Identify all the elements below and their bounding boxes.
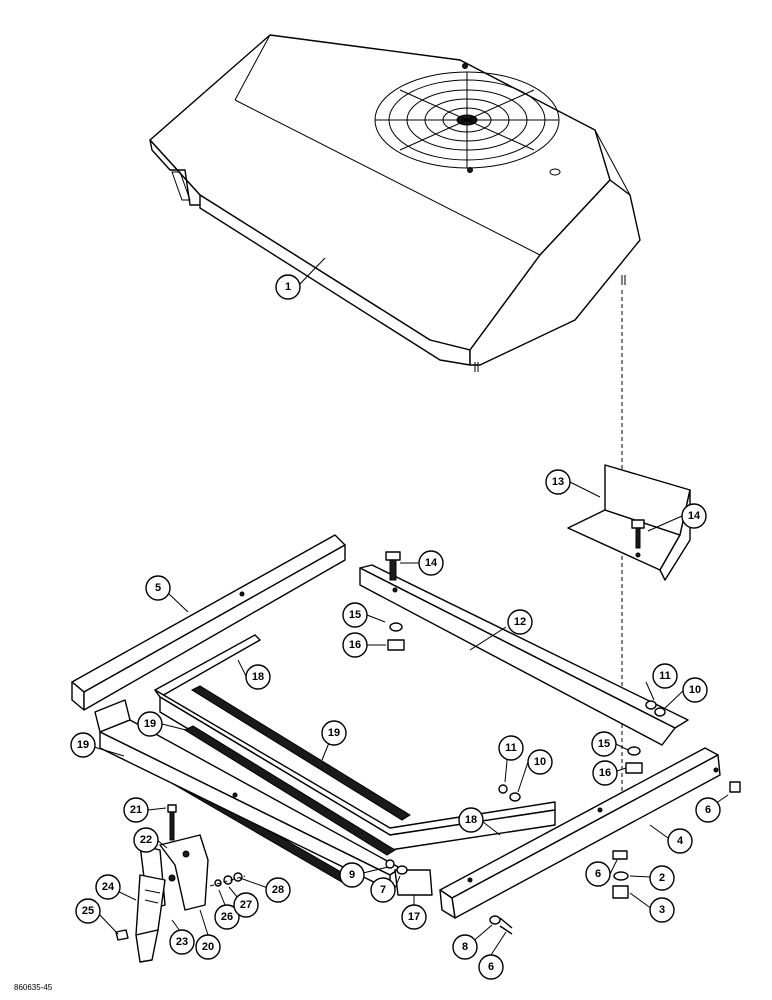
callout-19: 19 <box>137 711 163 737</box>
callout-8: 8 <box>452 934 478 960</box>
cover-part <box>149 34 641 372</box>
callout-22: 22 <box>133 827 159 853</box>
callout-5: 5 <box>145 575 171 601</box>
callout-2: 2 <box>649 865 675 891</box>
callout-11: 11 <box>498 735 524 761</box>
svg-text:12: 12 <box>514 616 526 628</box>
bracket-part <box>567 464 691 581</box>
svg-text:14: 14 <box>425 557 438 569</box>
callout-28: 28 <box>265 877 291 903</box>
callout-17: 17 <box>401 904 427 930</box>
svg-text:20: 20 <box>202 941 214 953</box>
figure-code: 860635-45 <box>14 983 53 992</box>
callout-13: 13 <box>545 469 571 495</box>
latch-assembly-part <box>115 804 246 963</box>
svg-text:5: 5 <box>155 582 161 594</box>
callout-6: 6 <box>695 797 721 823</box>
svg-text:25: 25 <box>82 905 94 917</box>
svg-text:15: 15 <box>349 609 361 621</box>
callout-7: 7 <box>370 877 396 903</box>
callout-9: 9 <box>339 862 365 888</box>
svg-text:18: 18 <box>252 671 264 683</box>
hardware-part <box>385 622 741 935</box>
callout-14: 14 <box>681 503 707 529</box>
callout-26: 26 <box>214 904 240 930</box>
rail-12-part <box>359 564 689 746</box>
svg-text:8: 8 <box>462 941 468 953</box>
callout-27: 27 <box>233 892 259 918</box>
callout-11: 11 <box>652 663 678 689</box>
svg-text:19: 19 <box>328 727 340 739</box>
svg-text:16: 16 <box>349 639 361 651</box>
callout-16: 16 <box>592 760 618 786</box>
leader-lines <box>93 257 729 956</box>
callout-24: 24 <box>95 874 121 900</box>
rail-18-part <box>154 634 556 851</box>
callout-10: 10 <box>527 749 553 775</box>
callout-4: 4 <box>667 828 693 854</box>
svg-text:10: 10 <box>534 756 546 768</box>
svg-text:3: 3 <box>659 904 665 916</box>
strip-5-part <box>71 534 346 711</box>
svg-text:1: 1 <box>285 281 291 293</box>
callout-19: 19 <box>321 720 347 746</box>
svg-text:6: 6 <box>488 961 494 973</box>
callout-10: 10 <box>682 677 708 703</box>
svg-text:17: 17 <box>408 911 420 923</box>
svg-text:6: 6 <box>595 868 601 880</box>
callout-15: 15 <box>342 602 368 628</box>
grille-part <box>374 63 560 173</box>
callout-25: 25 <box>75 898 101 924</box>
svg-text:15: 15 <box>598 738 610 750</box>
callout-6: 6 <box>585 861 611 887</box>
svg-text:28: 28 <box>272 884 284 896</box>
svg-text:26: 26 <box>221 911 233 923</box>
svg-text:4: 4 <box>677 835 684 847</box>
svg-text:22: 22 <box>140 834 152 846</box>
svg-text:6: 6 <box>705 804 711 816</box>
callout-21: 21 <box>123 797 149 823</box>
callout-18: 18 <box>458 807 484 833</box>
svg-text:27: 27 <box>240 899 252 911</box>
svg-text:11: 11 <box>659 670 671 682</box>
svg-text:13: 13 <box>552 476 564 488</box>
bolt-part <box>385 551 401 581</box>
callout-1: 1 <box>275 274 301 300</box>
svg-text:19: 19 <box>77 739 89 751</box>
callout-20: 20 <box>195 934 221 960</box>
svg-text:24: 24 <box>102 881 115 893</box>
callout-23: 23 <box>169 929 195 955</box>
svg-text:21: 21 <box>130 804 142 816</box>
svg-text:7: 7 <box>380 884 386 896</box>
callout-16: 16 <box>342 632 368 658</box>
svg-text:11: 11 <box>505 742 517 754</box>
callout-3: 3 <box>649 897 675 923</box>
svg-text:18: 18 <box>465 814 477 826</box>
rail-4-part <box>439 747 721 919</box>
callout-12: 12 <box>507 609 533 635</box>
svg-text:10: 10 <box>689 684 701 696</box>
callout-6: 6 <box>478 954 504 980</box>
svg-text:2: 2 <box>659 872 665 884</box>
callout-14: 14 <box>418 550 444 576</box>
svg-text:14: 14 <box>688 510 701 522</box>
callout-18: 18 <box>245 664 271 690</box>
svg-text:23: 23 <box>176 936 188 948</box>
callout-15: 15 <box>591 731 617 757</box>
svg-text:19: 19 <box>144 718 156 730</box>
bolt-part <box>631 519 645 549</box>
svg-text:16: 16 <box>599 767 611 779</box>
callout-19: 19 <box>70 732 96 758</box>
svg-text:9: 9 <box>349 869 355 881</box>
